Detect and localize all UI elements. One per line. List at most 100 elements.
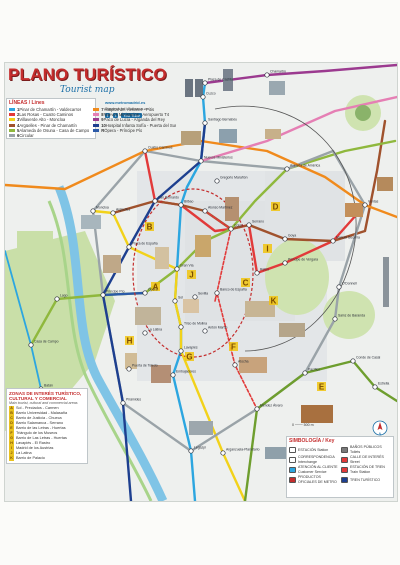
station-manuel-becerra[interactable]: Manuel Becerra [330,236,360,244]
station-estrella[interactable]: Estrella [372,382,390,390]
district-badge-j [187,270,196,279]
twitter-icon[interactable]: t [113,113,119,118]
station-gran-v-a[interactable]: Gran Vía [174,264,194,272]
station-pr-ncipe-p-o[interactable]: Príncipe Pío [100,290,125,298]
line-label: Paco de Lucía - Arganda del Rey [103,117,165,123]
symbology-item: ATENCIÓN AL CLIENTE Customer Service [289,465,339,475]
station-ant-n-mart-n[interactable]: Antón Martín [202,326,228,334]
zone-label: Barrio Salamanca - Serrano [16,421,64,425]
station-dot-icon [264,72,270,78]
station-col-n[interactable]: Colón [228,224,243,232]
symbology-item: CORRESPONDENCIA Interchange [289,455,339,465]
station-pr-ncipe-de-vergara[interactable]: Príncipe de Vergara [282,258,318,266]
line-swatch-icon [93,123,100,127]
station-dot-icon [282,236,288,242]
station-atocha[interactable]: Atocha [232,360,249,368]
station-plaza-de-espa-a[interactable]: Plaza de España [126,242,158,250]
station-nuevos-ministerios[interactable]: Nuevos Ministerios [198,156,233,164]
district-badge-i [263,244,272,253]
station-arganzuela-planetario[interactable]: Arganzuela-Planetario [220,448,260,456]
station--pera[interactable]: Ópera [142,287,158,296]
line-label: Villaverde Alto - Moncloa [19,117,66,123]
station-label: Legazpi [194,446,206,450]
station-gregorio-mara-n[interactable]: Gregorio Marañón [214,176,248,184]
line-number: 1 [17,107,20,113]
station-ventas[interactable]: Ventas [362,200,379,208]
station-tirso-de-molina[interactable]: Tirso de Molina [178,322,207,330]
station-sainz-de-baranda[interactable]: Sainz de Baranda [332,314,365,322]
station-santiago-bernab-u[interactable]: Santiago Bernabéu [202,118,237,126]
district-letter-b: B [147,222,153,231]
station-alonso-mart-nez[interactable]: Alonso Martínez [202,206,233,214]
station-label: Ópera [148,287,158,292]
station-label: Sol [178,296,183,300]
line-swatch-icon [9,108,15,112]
station-o-donnell[interactable]: O'Donnell [336,282,357,290]
station-label: Retiro [260,268,269,272]
circle-ring [214,105,357,352]
symbology-item: BAÑOS PÚBLICOS Toilets [341,445,391,455]
station-dot-icon [110,210,116,216]
symbol-label: TREN TURÍSTICO [350,477,381,482]
station-sol[interactable]: Sol [172,296,183,304]
symbol-label: CORRESPONDENCIA Interchange [298,455,335,464]
station-la-latina[interactable]: La Latina [142,328,162,336]
station-legazpi[interactable]: Legazpi [188,446,206,454]
station-arg-elles[interactable]: Argüelles [110,208,131,216]
line-11 [243,359,397,501]
station-san-bernardo[interactable]: San Bernardo [152,196,179,204]
station-dot-icon [254,406,260,412]
station-dot-icon [350,358,356,364]
station-moncloa[interactable]: Moncloa [90,206,109,214]
station-lavapi-s[interactable]: Lavapiés [178,346,198,354]
station-dot-icon [220,450,226,456]
zone-letter: C [9,416,14,421]
station-embajadores[interactable]: Embajadores [170,370,196,378]
station-conde-de-casal[interactable]: Conde de Casal [350,356,381,364]
station-chamart-n[interactable]: Chamartín [264,70,286,78]
station-cuzco[interactable]: Cuzco [200,92,216,100]
station-lago[interactable]: Lago [54,294,68,302]
legend-line-2: 2 Las Rosas - Cuatro Caminos [7,112,91,117]
station-retiro[interactable]: Retiro [254,268,269,276]
station-dot-icon [282,260,288,266]
station-dot-icon [152,198,158,204]
line-8 [199,95,397,163]
district-badge-a [151,282,160,291]
symbol-label: PRODUCTOS OFICIALES DE METRO [298,475,337,484]
facebook-icon[interactable]: f [105,113,111,118]
station-label: Alonso Martínez [208,206,233,210]
station-bilbao[interactable]: Bilbao [178,200,194,208]
legend-line-7: 7 Hospital del Henares - Pitis [91,107,178,112]
district-badge-f [229,342,238,351]
youtube-icon[interactable]: You Tube [121,113,143,118]
station-sevilla[interactable]: Sevilla [192,292,208,300]
station-label: Colón [234,224,243,228]
station-dot-icon [126,244,132,250]
station-cuatro-caminos[interactable]: Cuatro Caminos [142,146,173,154]
station-label: Casa de Campo [34,340,59,344]
station-plaza-de-castilla[interactable]: Plaza de Castilla [202,78,234,86]
station-label: Batán [44,384,53,388]
station-dot-icon [330,238,336,244]
district-badge-c [241,278,250,287]
station-banco-de-espa-a[interactable]: Banco de España [214,288,247,296]
station-puerta-de-toledo[interactable]: Puerta de Toledo [126,364,158,372]
station-casa-de-campo[interactable]: Casa de Campo [28,340,59,348]
station-pac-fico[interactable]: Pacífico [302,368,320,376]
station-m-ndez-lvaro[interactable]: Méndez Álvaro [254,404,283,412]
zone-label: Lavapiés - El Rastro [16,441,51,445]
station-pir-mides[interactable]: Pirámides [120,398,142,406]
station-serrano[interactable]: Serrano [246,220,264,228]
line-swatch-icon [9,134,15,138]
station-goya[interactable]: Goya [282,234,296,242]
symbology-heading: SIMBOLOGÍA / Key [289,438,335,444]
website-link[interactable]: www.metromadrid.es [105,100,146,105]
station-dot-icon [170,372,176,378]
station-dot-icon [178,202,184,208]
station-avenida-de-am-rica[interactable]: Avenida de América [284,164,320,172]
station-label: Argüelles [116,208,130,212]
